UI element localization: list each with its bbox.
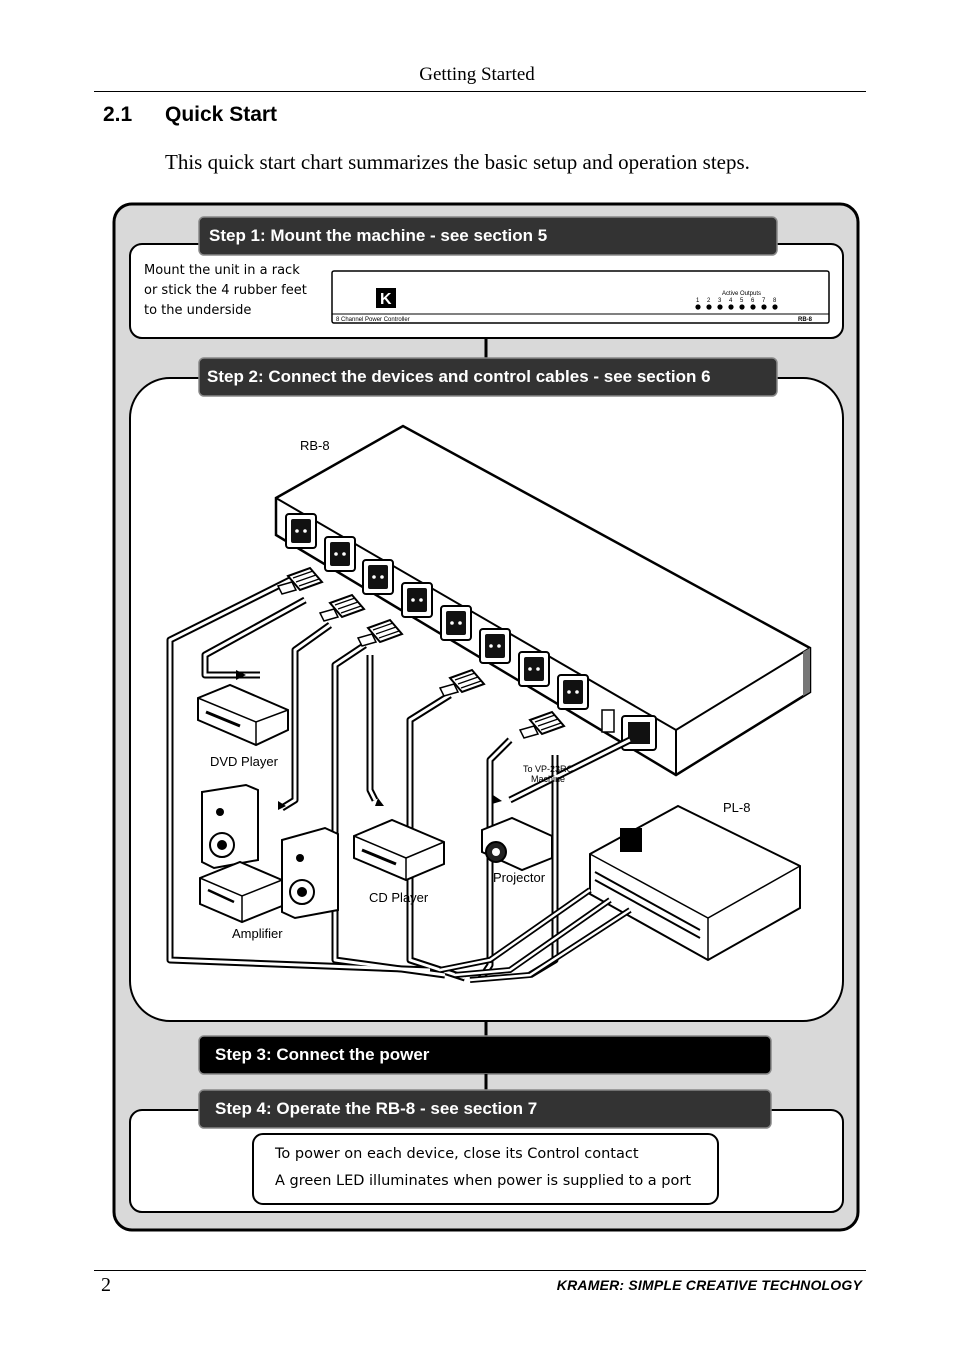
step1-banner [198,216,778,256]
label-dvd-player: DVD Player [210,754,279,769]
header-rule [94,91,866,92]
quick-start-chart: Step 1: Mount the machine - see section … [112,202,860,1232]
amplifier-device [199,860,283,924]
dvd-player-device [197,683,289,747]
device-model: RB-8 [798,317,813,323]
leds-caption: Active Outputs [722,291,761,297]
led-number-7: 7 [762,298,766,304]
section-title: Quick Start [165,103,278,126]
footer-rule [94,1270,866,1271]
label-projector: Projector [493,870,546,885]
step1-title: Step 1: Mount the machine - see section … [209,226,547,245]
label-machine: Machine [531,774,565,784]
led-number-3: 3 [718,298,722,304]
label-cd-player: CD Player [369,890,429,905]
label-rb8: RB-8 [300,438,330,453]
step4-note-box [252,1133,719,1205]
active-output-leds [695,304,778,310]
page-number: 2 [101,1274,111,1296]
step1-note-line-1: Mount the unit in a rack [144,263,300,278]
led-number-4: 4 [729,298,733,304]
running-header: Getting Started [419,64,535,85]
rb8-unit [274,424,812,777]
projector-device [481,816,553,872]
step2-title: Step 2: Connect the devices and control … [207,367,711,386]
label-pl8: PL-8 [723,800,750,815]
step3-title: Step 3: Connect the power [215,1045,430,1064]
intro-paragraph: This quick start chart summarizes the ba… [165,150,750,174]
step4-banner [198,1089,772,1129]
step1-note-line-3: to the underside [144,303,251,318]
led-number-2: 2 [707,298,711,304]
section-number: 2.1 [103,103,133,126]
rb8-front-panel: K 8 Channel Power Controller RB-8 Active… [331,270,830,324]
step4-title: Step 4: Operate the RB-8 - see section 7 [215,1099,537,1118]
step4-note-line-2: A green LED illuminates when power is su… [275,1173,691,1189]
step1-note-line-2: or stick the 4 rubber feet [144,283,307,298]
label-amplifier: Amplifier [232,926,283,941]
speaker-right [281,826,339,920]
direction-arrows [236,670,502,810]
pl8-unit [589,804,801,962]
footer-brand: KRAMER: SIMPLE CREATIVE TECHNOLOGY [556,1277,862,1293]
led-number-6: 6 [751,298,755,304]
cd-player-device [353,818,445,882]
speaker-left [201,783,259,870]
led-number-8: 8 [773,298,777,304]
step4-note-line-1: To power on each device, close its Contr… [274,1146,639,1162]
kramer-logo [376,288,396,308]
step2-banner [198,357,778,397]
device-caption: 8 Channel Power Controller [336,317,410,323]
svg-text:K: K [380,291,392,308]
led-number-1: 1 [696,298,700,304]
label-vp23rc: To VP-23RC [523,764,574,774]
led-number-5: 5 [740,298,744,304]
